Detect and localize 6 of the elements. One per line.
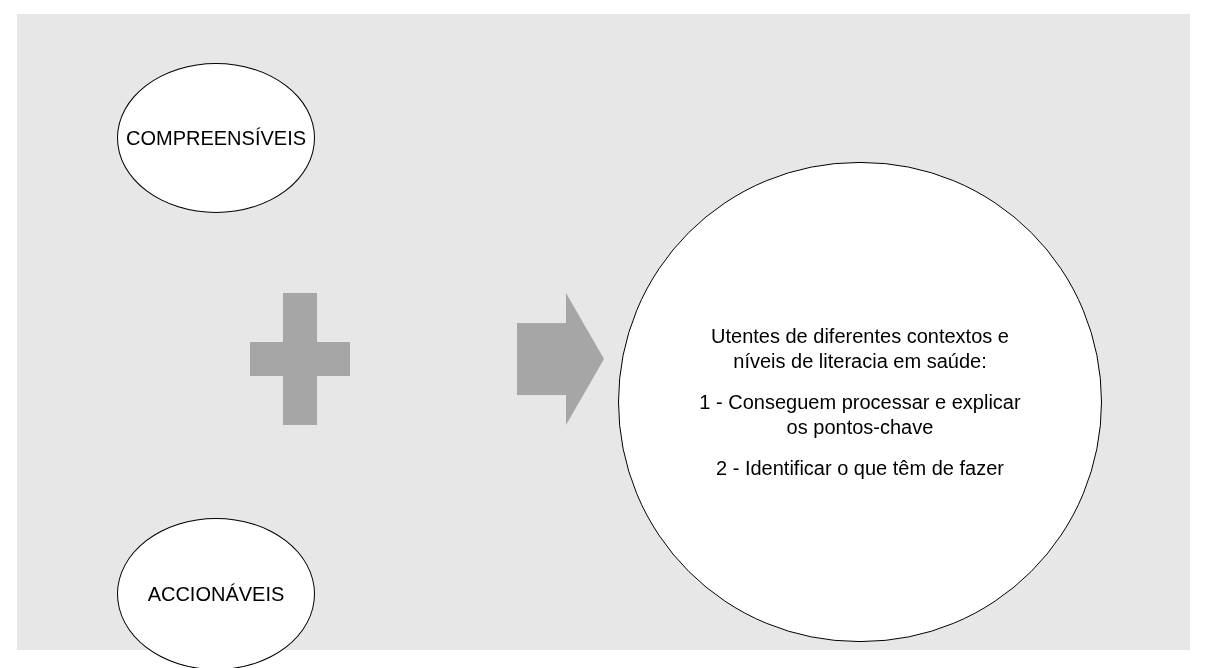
node-text: COMPREENSÍVEIS bbox=[126, 125, 307, 151]
block-arrow bbox=[517, 293, 604, 425]
node-text: 1 - Conseguem processar e explicar os pontos-chave bbox=[698, 389, 1022, 440]
node-text: Utentes de diferentes contextos e níveis de literacia em saúde: bbox=[710, 323, 1010, 374]
node-text: ACCIONÁVEIS bbox=[147, 581, 285, 607]
node-text: 2 - Identificar o que têm de fazer bbox=[716, 455, 1004, 481]
